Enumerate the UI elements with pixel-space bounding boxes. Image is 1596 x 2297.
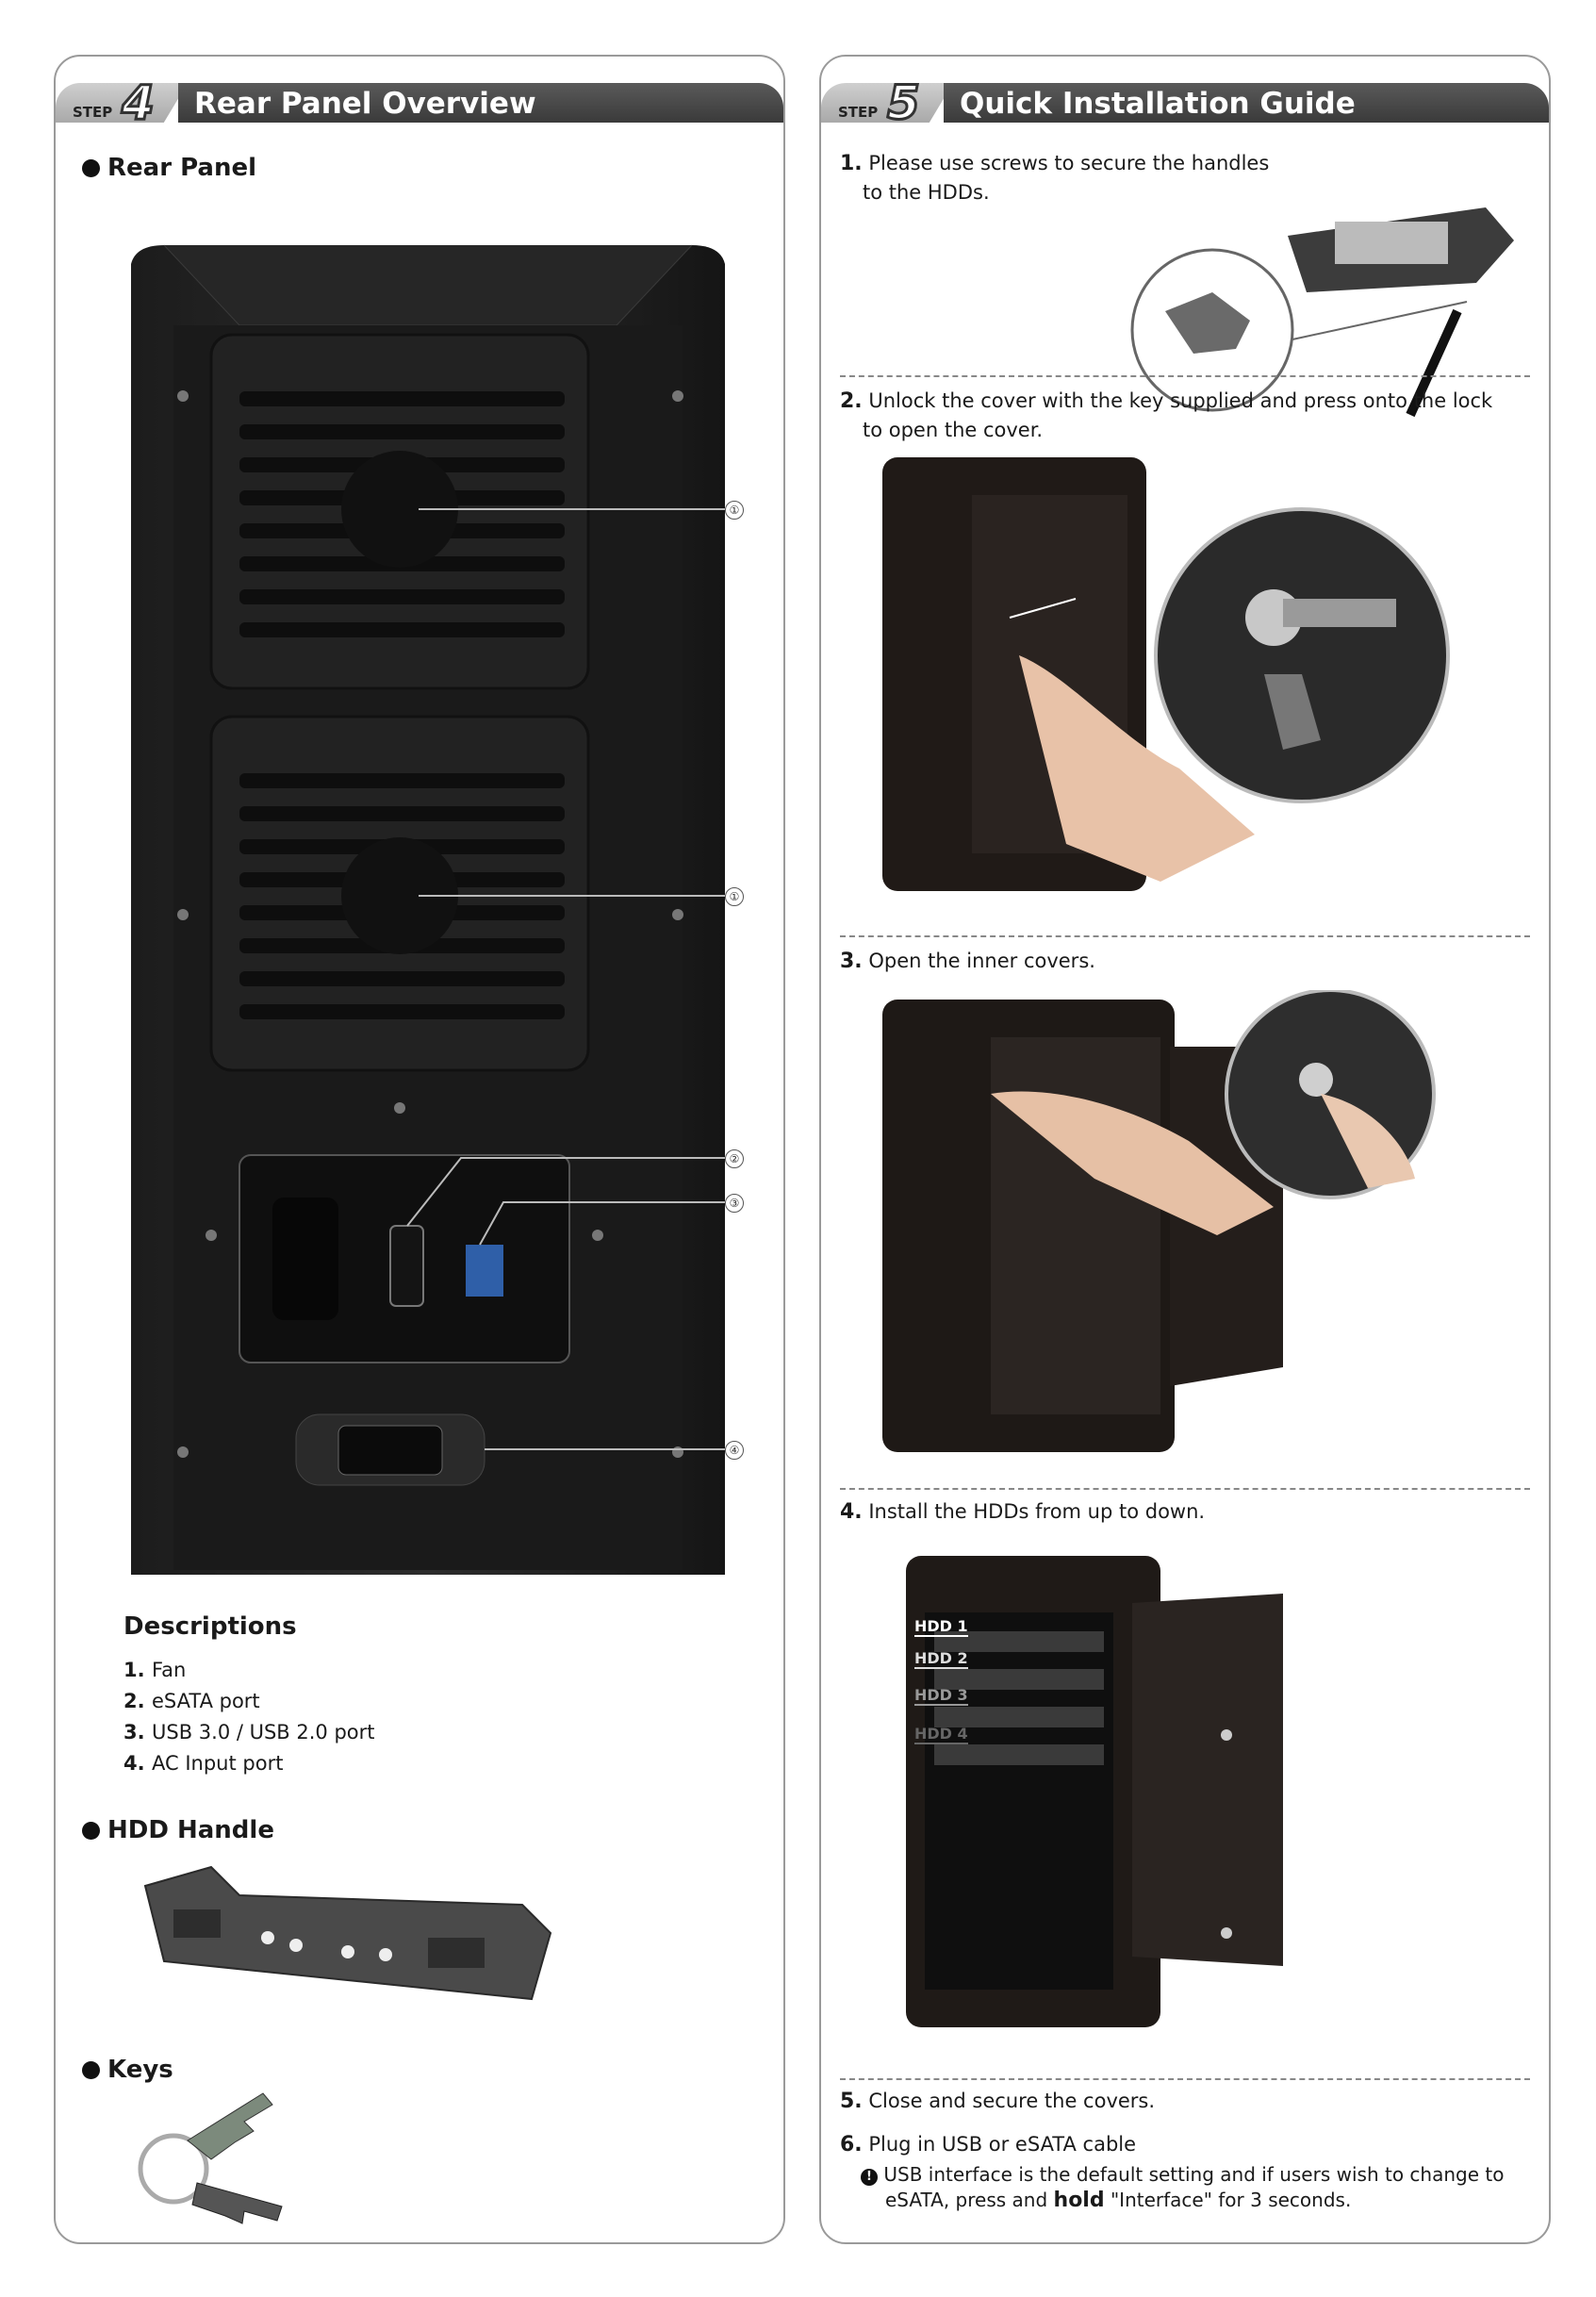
list-item: 3.USB 3.0 / USB 2.0 port [123, 1721, 375, 1743]
callout-1-top: ① [725, 501, 744, 520]
install-step-6: 6. Plug in USB or eSATA cable [840, 2133, 1137, 2157]
install-step-1: 1. Please use screws to secure the handl… [840, 152, 1270, 204]
hdd-label-4: HDD 4 [914, 1725, 968, 1744]
install-hdds-image [906, 1556, 1283, 2027]
rear-panel-heading: Rear Panel [82, 154, 256, 182]
install-step-3: 3. Open the inner covers. [840, 950, 1095, 973]
rear-panel-image [131, 244, 734, 1575]
bullet-icon [82, 2060, 100, 2079]
hdd-label-3: HDD 3 [914, 1686, 968, 1706]
step5-header: STEP 5 Quick Installation Guide [821, 70, 1549, 128]
step5-number: 5 [886, 75, 922, 130]
hdd-label-1: HDD 1 [914, 1617, 968, 1637]
keys-heading: Keys [82, 2056, 173, 2084]
step4-number: 4 [121, 75, 156, 130]
callout-2: ② [725, 1149, 744, 1168]
fan-top [209, 333, 590, 690]
list-item: 4.AC Input port [123, 1752, 284, 1775]
descriptions-title: Descriptions [123, 1612, 297, 1641]
hdd-screw-image [1130, 207, 1514, 418]
interface-note: ! USB interface is the default setting a… [861, 2162, 1504, 2213]
rear-panel-overview-section: STEP 4 Rear Panel Overview Rear Panel [54, 55, 785, 2244]
hdd-label-2: HDD 2 [914, 1649, 968, 1669]
descriptions-list: 1.Fan 2.eSATA port 3.USB 3.0 / USB 2.0 p… [123, 1655, 375, 1779]
quick-installation-guide-section: STEP 5 Quick Installation Guide 1. Pleas… [819, 55, 1551, 2244]
fan-bottom [209, 715, 590, 1072]
install-step-4: 4. Install the HDDs from up to down. [840, 1500, 1206, 1524]
install-step-2: 2. Unlock the cover with the key supplie… [840, 389, 1493, 441]
hdd-handle-image [143, 1865, 552, 2001]
unlock-cover-image [882, 457, 1450, 891]
inner-covers-image [882, 990, 1436, 1452]
install-step-5: 5. Close and secure the covers. [840, 2090, 1156, 2113]
callout-1-bottom: ① [725, 887, 744, 906]
step4-label: STEP [73, 104, 113, 121]
keys-image [138, 2092, 283, 2224]
step4-title: Rear Panel Overview [194, 87, 536, 121]
list-item: 1.Fan [123, 1659, 187, 1681]
divider [840, 2078, 1530, 2080]
exclamation-circle-icon: ! [861, 2169, 878, 2186]
step4-header: STEP 4 Rear Panel Overview [56, 70, 783, 128]
bullet-icon [82, 158, 100, 177]
divider [840, 1488, 1530, 1490]
callout-4: ④ [725, 1441, 744, 1460]
callout-3: ③ [725, 1194, 744, 1213]
hdd-handle-heading: HDD Handle [82, 1816, 274, 1844]
divider [840, 935, 1530, 937]
step5-label: STEP [838, 104, 879, 121]
divider [840, 375, 1530, 377]
list-item: 2.eSATA port [123, 1690, 260, 1712]
bullet-icon [82, 1821, 100, 1840]
step5-title: Quick Installation Guide [960, 87, 1356, 121]
